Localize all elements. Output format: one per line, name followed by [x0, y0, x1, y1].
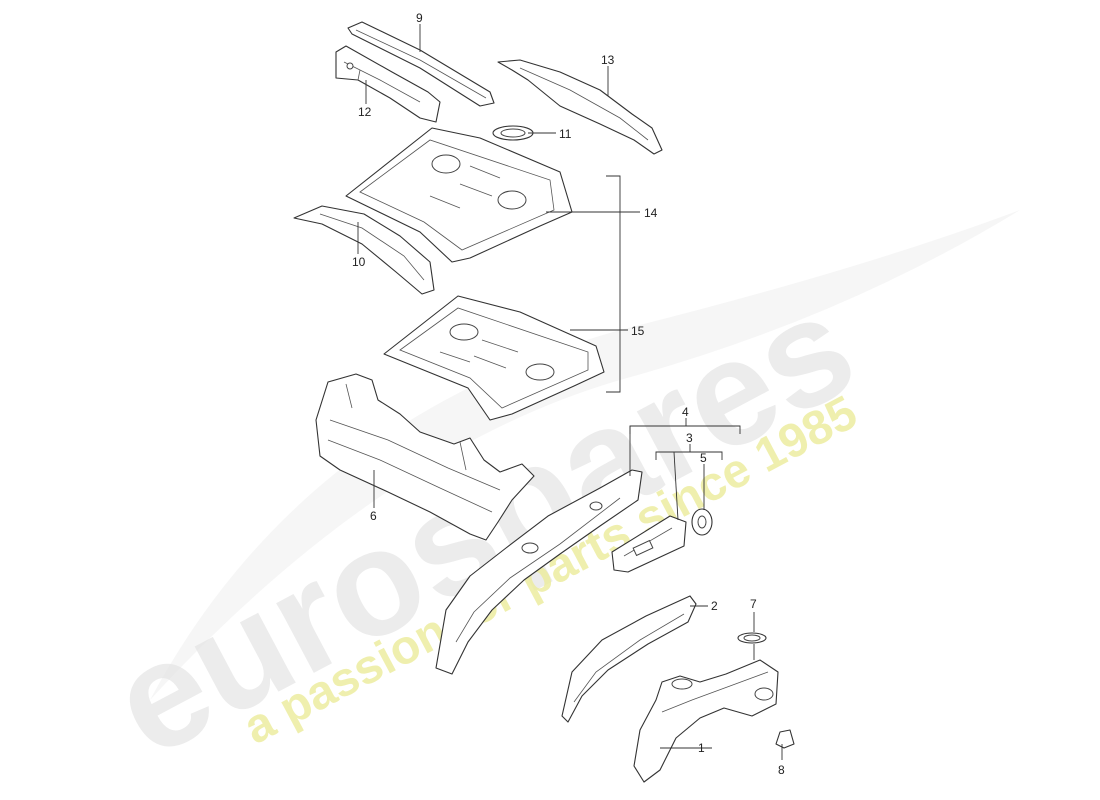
- part-12-bracket: [335, 45, 441, 123]
- callout-1[interactable]: 1: [698, 741, 705, 755]
- part-2-strip: [561, 595, 697, 723]
- part-13-rail: [497, 59, 663, 155]
- part-1-wheelhouse: [633, 659, 779, 783]
- watermark: eurospares a passion for parts since 198…: [86, 210, 1020, 788]
- callout-15[interactable]: 15: [631, 324, 645, 338]
- callout-labels: 9 12 13 11 14 10 15 6 4 3 5 2 7 1 8: [352, 11, 785, 777]
- callout-8[interactable]: 8: [778, 763, 785, 777]
- callout-11[interactable]: 11: [559, 127, 572, 141]
- part-5-nut: [691, 508, 713, 536]
- leader-lines: [357, 24, 783, 760]
- callout-14[interactable]: 14: [644, 206, 658, 220]
- part-8-clip: [775, 729, 795, 749]
- callout-12[interactable]: 12: [358, 105, 372, 119]
- part-long-member: [435, 469, 643, 675]
- callout-7[interactable]: 7: [750, 597, 757, 611]
- callout-10[interactable]: 10: [352, 255, 366, 269]
- callout-6[interactable]: 6: [370, 509, 377, 523]
- callout-13[interactable]: 13: [601, 53, 615, 67]
- part-14-floor-panel: [345, 127, 573, 263]
- part-15-floor-panel: [383, 295, 605, 421]
- callout-2[interactable]: 2: [711, 599, 718, 613]
- part-9-cross-member: [347, 21, 495, 107]
- part-7-grommet: [737, 632, 767, 644]
- callout-9[interactable]: 9: [416, 11, 423, 25]
- callout-4[interactable]: 4: [682, 405, 689, 419]
- part-6-tunnel: [315, 373, 535, 541]
- watermark-swoosh: [150, 210, 1020, 700]
- part-10-side-member: [293, 205, 435, 295]
- part-3-plate: [611, 515, 687, 573]
- callout-5[interactable]: 5: [700, 451, 707, 465]
- part-11-grommet: [492, 125, 534, 141]
- callout-3[interactable]: 3: [686, 431, 693, 445]
